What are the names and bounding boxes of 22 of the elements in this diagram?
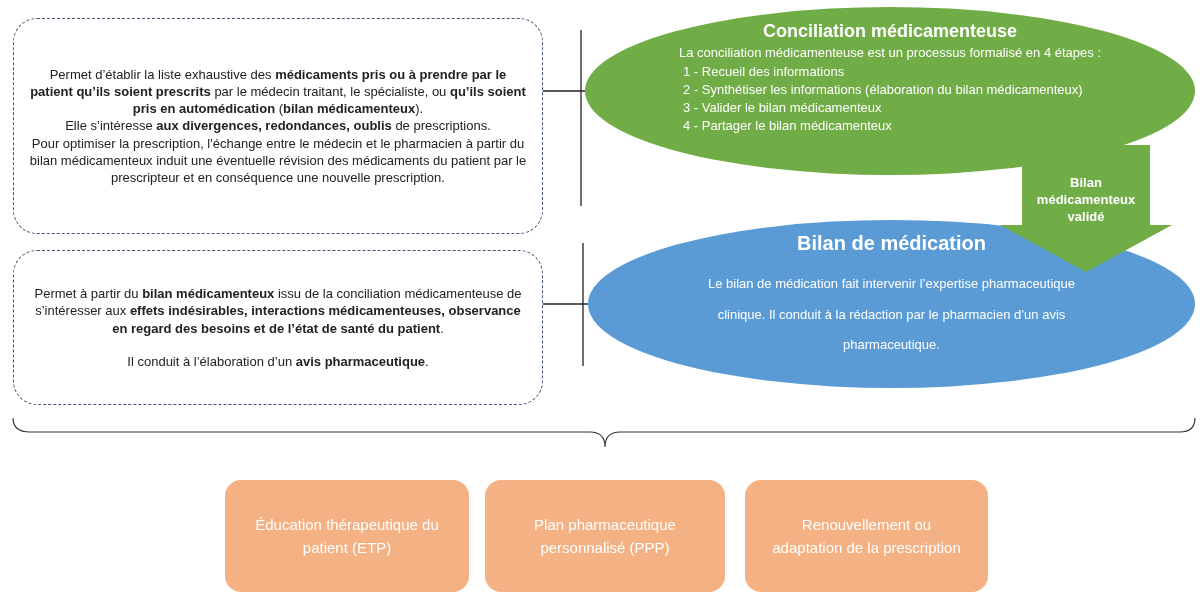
rounded-box: Renouvellement ou adaptation de la prescription bbox=[745, 480, 988, 592]
rounded-box: Éducation thérapeutique du patient (ETP) bbox=[225, 480, 469, 592]
dashed-box bbox=[13, 18, 543, 234]
paragraph: Permet à partir du bilan médicamenteux issu de la conciliation médicamenteuse de s’intéresser aux effets indésirables, interactions médicamenteuses, observance en regard des besoins et de l’état de santé du patient. bbox=[33, 285, 523, 337]
dashed-box bbox=[13, 250, 543, 405]
connector-line bbox=[542, 303, 589, 305]
step-text: 1 - Recueil des informations bbox=[683, 64, 846, 79]
step-text: 3 - Valider le bilan médicamenteux bbox=[683, 100, 883, 115]
ellipse-text: Le bilan de médication fait intervenir l’expertise pharmaceutique clinique. Il conduit à la rédaction par le pharmacien d’un avis pharmaceutique. bbox=[706, 275, 1077, 355]
ellipse-text: La conciliation médicamenteuse est un processus formalisé en 4 étapes : bbox=[679, 45, 1101, 60]
paragraph: Permet d’établir la liste exhaustive des médicaments pris ou à prendre par le patient qu’ils soient prescrits par le médecin traitant, le spécialiste, ou qu’ils soient pris en automédication (bilan médicamenteux). bbox=[29, 65, 527, 118]
paragraph: Pour optimiser la prescription, l'échange entre le médecin et le pharmacien à partir du bilan médicamenteux induit une éventuelle révision des médicaments du patient par le prescripteur et en conséquence une nouvelle prescription. bbox=[28, 134, 528, 187]
step-text: 2 - Synthétiser les informations (élaboration du bilan médicamenteux) bbox=[683, 82, 1083, 97]
step-text: 4 - Partager le bilan médicamenteux bbox=[683, 118, 893, 133]
connector-line bbox=[542, 90, 586, 92]
ellipse-title: Conciliation médicamenteuse bbox=[762, 21, 1018, 42]
block-arrow bbox=[1000, 145, 1172, 272]
paragraph: Elle s’intéresse aux divergences, redondances, oublis de prescriptions. bbox=[65, 117, 491, 135]
paragraph: Il conduit à l’élaboration d’un avis pharmaceutique. bbox=[127, 352, 429, 370]
ellipse-title: Bilan de médication bbox=[797, 232, 986, 255]
edge-label: Bilan médicamenteux validé bbox=[1035, 175, 1137, 226]
rounded-box: Plan pharmaceutique personnalisé (PPP) bbox=[485, 480, 725, 592]
